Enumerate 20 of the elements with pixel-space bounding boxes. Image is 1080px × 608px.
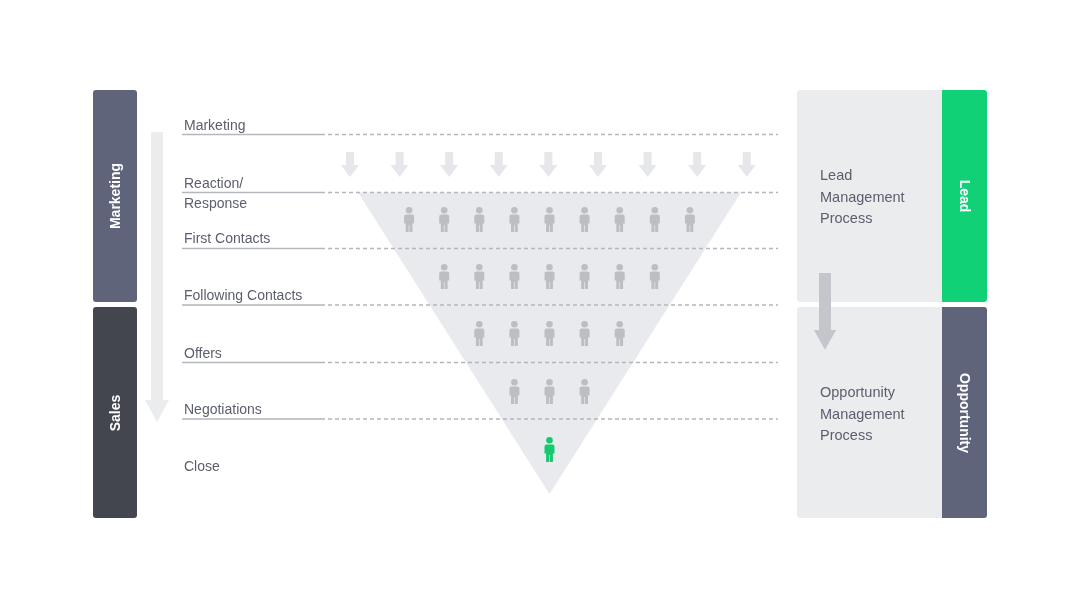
phase-bar [93, 307, 137, 518]
phase-bar [942, 307, 987, 518]
stage-label: Reaction/ Response [184, 174, 249, 214]
stage-label: Marketing [184, 116, 247, 136]
phase-bar [942, 90, 987, 302]
phase-label: Opportunity [956, 372, 973, 453]
phase-label: Sales [107, 394, 123, 431]
stage-label: Following Contacts [184, 286, 304, 306]
phase-label: Marketing [107, 162, 123, 230]
stage-label: Negotiations [184, 400, 263, 420]
process-panel [797, 90, 942, 302]
process-label: Opportunity Management Process [820, 383, 906, 446]
process-label: Lead Management Process [820, 166, 906, 229]
stage-label: First Contacts [184, 229, 272, 249]
stage-label: Close [184, 457, 221, 477]
phase-label: Lead [956, 179, 973, 213]
phase-bar [93, 90, 137, 302]
stage-label: Offers [184, 344, 223, 364]
process-panel [797, 307, 942, 518]
arrow [813, 273, 837, 350]
